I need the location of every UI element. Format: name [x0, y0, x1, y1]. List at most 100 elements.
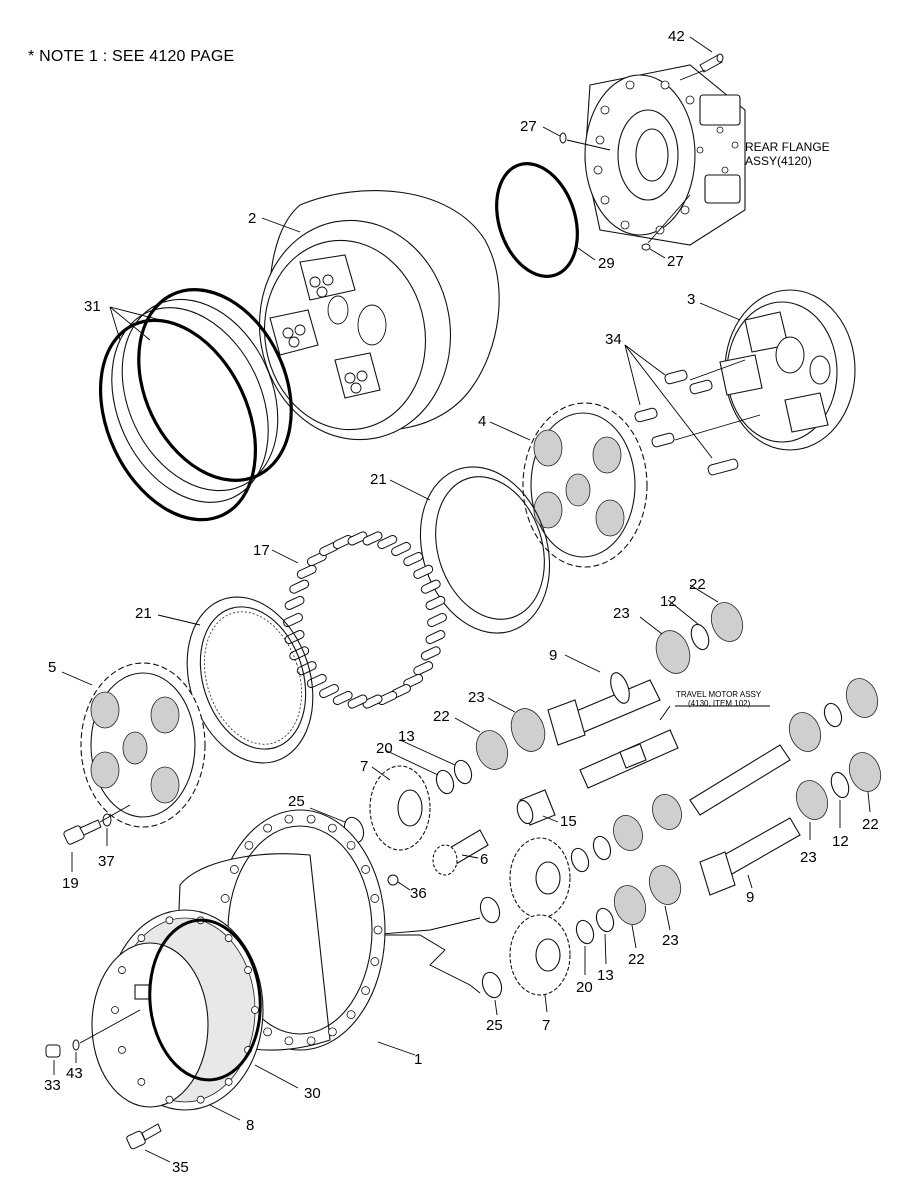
callout-23-a: 23: [613, 605, 630, 622]
callout-23-b: 23: [468, 689, 485, 706]
needle-roller: [413, 564, 434, 579]
callout-1: 1: [414, 1051, 422, 1068]
o-ring-43: [72, 1039, 80, 1051]
rear-flange-assembly: [584, 64, 746, 246]
callout-2: 2: [248, 210, 256, 227]
bolt-hole: [229, 865, 239, 874]
needle-roller: [284, 595, 305, 610]
callout-31: 31: [84, 298, 101, 315]
shaft-9-lower: [699, 817, 801, 896]
bolt-hole: [118, 966, 126, 974]
needle-roller: [377, 534, 398, 550]
thrust-washer-12-b: [830, 771, 850, 799]
callout-21-lower: 21: [135, 605, 152, 622]
thrust-washer-20-b: [575, 919, 595, 945]
bolt-hole: [224, 1078, 233, 1086]
needle-roller: [296, 564, 317, 579]
bolt-hole: [137, 1078, 146, 1086]
bolt-hole: [373, 925, 383, 935]
needle-roller: [347, 531, 368, 546]
bolt-hole: [284, 1036, 294, 1046]
needle-roller: [289, 579, 310, 594]
washer-13-a: [453, 759, 473, 785]
note-text: * NOTE 1 : SEE 4120 PAGE: [28, 48, 235, 65]
pins-34: [634, 369, 739, 476]
callout-30: 30: [304, 1085, 321, 1102]
needle-bearing-15: [516, 789, 556, 826]
callout-8: 8: [246, 1117, 254, 1134]
needle-roller: [403, 552, 424, 567]
planet-gear-7-lower: [509, 837, 571, 996]
bolt-hole: [244, 840, 254, 850]
needle-roller: [420, 646, 441, 661]
bolt-hole: [346, 840, 356, 850]
needle-roller: [420, 579, 441, 594]
needle-roller: [425, 595, 446, 610]
planet-gear-plate-4: [522, 402, 648, 568]
bolt-hole: [328, 823, 337, 833]
needle-rollers-17: [283, 531, 447, 709]
callout-4: 4: [478, 413, 486, 430]
retaining-ring-25-b: [479, 896, 501, 924]
callout-7-upper: 7: [360, 758, 368, 775]
callout-15: 15: [560, 813, 577, 830]
bolt-hole: [224, 934, 233, 942]
callout-27-lower: 27: [667, 253, 684, 270]
travel-motor-label-line2: (4130, ITEM 102): [688, 699, 751, 708]
washer-13-b: [595, 907, 615, 933]
needle-roller: [413, 661, 434, 676]
carrier-3: [719, 289, 856, 451]
floating-seal-31: [98, 288, 293, 522]
needle-roller: [362, 531, 383, 546]
bolt-hole: [346, 1010, 356, 1020]
bearing-22-b: [475, 730, 509, 770]
bearing-23-b: [510, 708, 546, 752]
callout-20-b: 20: [576, 979, 593, 996]
callout-25-upper: 25: [288, 793, 305, 810]
travel-motor-label-line1: TRAVEL MOTOR ASSY: [676, 690, 762, 699]
thrust-washer-12-a: [690, 623, 710, 651]
callout-42: 42: [668, 28, 685, 45]
shaft-assy-right-upper: [570, 678, 879, 873]
callout-22-b: 22: [433, 708, 450, 725]
pin-42: [699, 53, 724, 73]
plug-33: [45, 1044, 61, 1058]
bolt-hole: [111, 1006, 119, 1014]
callout-25-lower: 25: [486, 1017, 503, 1034]
bolt-hole: [306, 814, 316, 824]
o-ring-27-lower: [641, 243, 651, 251]
bearing-22-c: [848, 752, 882, 792]
o-ring-27-upper: [559, 132, 567, 144]
bolt-hole: [251, 1006, 259, 1014]
bolt-hole: [137, 934, 146, 942]
needle-roller: [347, 694, 368, 709]
callout-37: 37: [98, 853, 115, 870]
bolt-hole: [220, 894, 230, 903]
rear-flange-label-line2: ASSY(4120): [745, 154, 812, 168]
thrust-washer-20-a: [435, 769, 455, 795]
needle-roller: [283, 612, 303, 628]
bolt-hole: [196, 1095, 205, 1104]
needle-roller: [391, 541, 411, 557]
callout-34: 34: [605, 331, 622, 348]
planet-gear-7-upper: [369, 765, 431, 851]
callout-36: 36: [410, 885, 427, 902]
bolt-hole: [284, 814, 294, 824]
sun-gear-6: [432, 829, 489, 876]
shaft-9-upper: [547, 672, 661, 746]
callout-22-c: 22: [862, 816, 879, 833]
plug-36: [387, 874, 399, 886]
callout-17: 17: [253, 542, 270, 559]
needle-roller: [306, 673, 327, 688]
callout-13-a: 13: [398, 728, 415, 745]
needle-roller: [296, 661, 317, 676]
bearing-23-d: [648, 865, 682, 905]
o-ring-30: [148, 918, 262, 1082]
bolt-hole: [118, 1046, 126, 1054]
needle-roller: [362, 694, 383, 709]
o-ring-29: [495, 162, 579, 278]
cover-8: [91, 909, 264, 1111]
bolt-hole: [263, 823, 272, 833]
bolt-hole: [306, 1036, 316, 1046]
callout-3: 3: [687, 291, 695, 308]
